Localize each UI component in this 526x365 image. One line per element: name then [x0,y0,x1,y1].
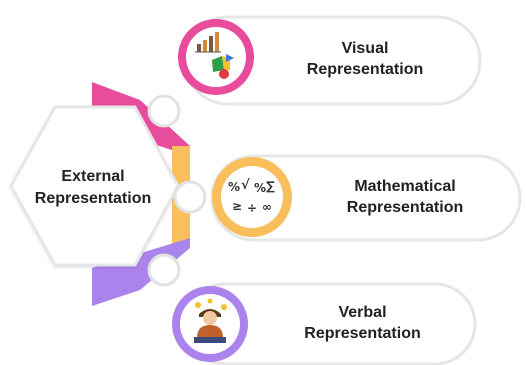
bar-chart-and-shapes-icon [195,32,234,79]
svg-text:÷: ÷ [247,201,257,215]
pill-label-mathematical: Mathematical Representation [290,176,520,218]
icon-circle-visual-inner [186,27,246,87]
pill-label-mathematical-line2: Representation [346,199,464,216]
svg-text:≥: ≥ [232,199,242,213]
svg-text:√: √ [241,178,250,193]
math-symbols-icon: % √ % ∑ ≥ ÷ ∞ [228,178,275,215]
svg-text:%: % [254,181,266,195]
connector-dot-mathematical [173,180,207,214]
pill-label-visual-line1: Visual [341,40,389,57]
connector-dot-visual [147,94,181,128]
pill-label-verbal-line2: Representation [304,325,421,342]
pill-label-visual-line2: Representation [306,61,424,78]
svg-text:%: % [228,180,240,194]
hub-label-line1: External [61,168,125,185]
person-speaking-icon [194,298,227,343]
connector-dot-verbal [147,253,181,287]
pill-mathematical [210,154,522,242]
svg-text:∞: ∞ [262,200,272,214]
svg-text:∑: ∑ [266,179,275,193]
icon-circle-mathematical-inner [221,166,283,228]
hub-label: External Representation [18,166,168,210]
pill-label-mathematical-line1: Mathematical [354,178,456,195]
pill-label-verbal: Verbal Representation [250,302,475,344]
pill-label-verbal-line1: Verbal [338,304,387,321]
pill-label-visual: Visual Representation [250,38,480,80]
hub-label-line2: Representation [34,190,152,207]
